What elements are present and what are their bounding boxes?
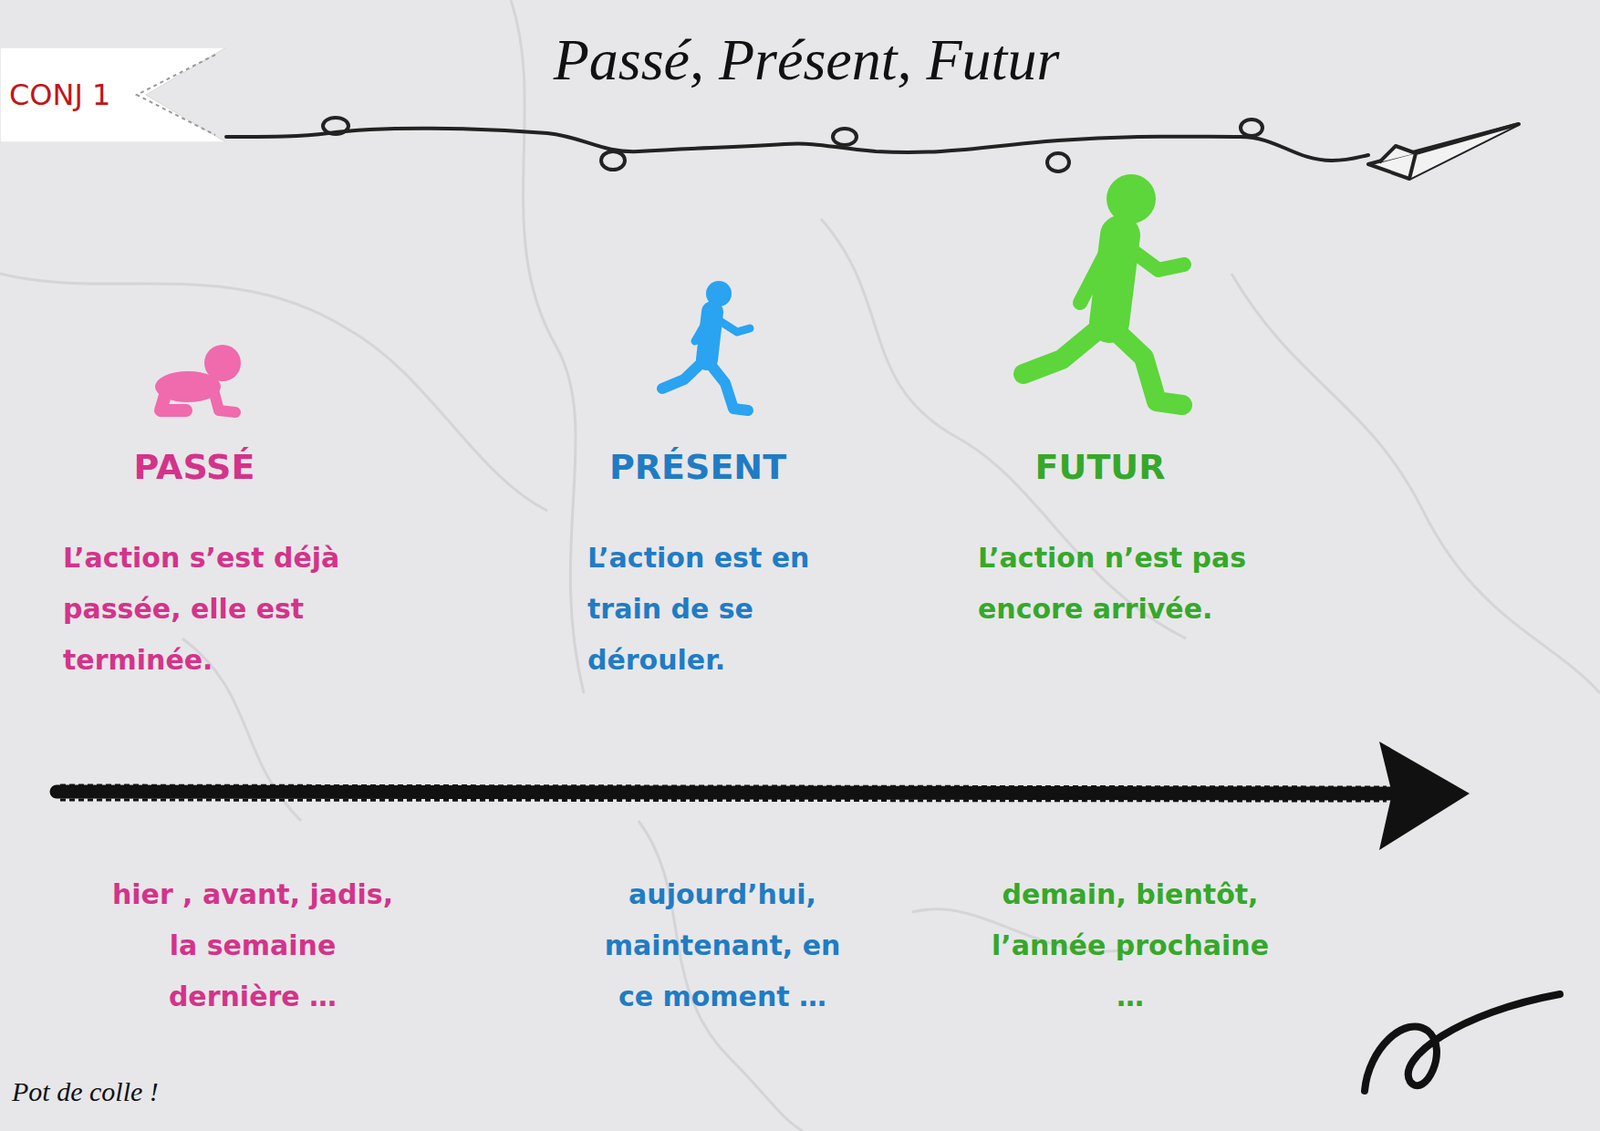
- swirl-line: [226, 117, 1369, 172]
- paper-plane: [1409, 124, 1519, 179]
- tense-heading: FUTUR: [963, 445, 1237, 489]
- time-arrow-shaft: [56, 791, 1396, 794]
- swirl-loop: [832, 128, 857, 146]
- runner-head: [1106, 174, 1156, 224]
- tense-definition: L’action n’est pas encore arrivée.: [977, 532, 1302, 635]
- marble-vein: [638, 820, 803, 1131]
- ribbon-stitch: [136, 54, 216, 136]
- paper-plane: [1379, 145, 1416, 163]
- tense-definition: L’action s’est déjà passée, elle est ter…: [62, 532, 369, 686]
- baby-leg: [160, 392, 187, 411]
- tense-heading: PRÉSENT: [551, 445, 844, 489]
- swirl-loop: [1047, 153, 1070, 172]
- swirl-loop: [322, 117, 349, 135]
- child-runner: [662, 280, 750, 411]
- time-arrow-head: [1379, 741, 1470, 851]
- marble-vein: [0, 273, 548, 511]
- ribbon-fill: [0, 47, 227, 143]
- baby-silhouette: [155, 344, 241, 413]
- time-words: demain, bientôt, l’année prochaine …: [975, 869, 1286, 1023]
- corner-swirl: [1364, 994, 1560, 1091]
- time-words: aujourd’hui, maintenant, en ce moment …: [588, 869, 858, 1023]
- swirl-line: [226, 128, 1369, 161]
- time-arrow-shaft-texture: [60, 785, 1387, 801]
- runner-arm: [1123, 244, 1185, 271]
- tag-label: CONJ 1: [0, 47, 227, 143]
- time-words: hier , avant, jadis, la semaine dernière…: [100, 869, 406, 1023]
- runner-leg: [1111, 326, 1183, 406]
- ribbon-tag: CONJ 1: [0, 47, 227, 143]
- marble-vein: [510, 0, 584, 694]
- signature: Pot de colle !: [11, 1074, 250, 1110]
- runner-leg: [707, 361, 749, 411]
- baby-arm: [211, 383, 236, 413]
- marble-vein: [820, 218, 1186, 639]
- boy-runner: [1023, 174, 1185, 406]
- swirl-loop: [601, 151, 625, 170]
- marble-vein: [1231, 273, 1600, 694]
- tense-definition: L’action est en train de se dérouler.: [587, 532, 862, 686]
- page-title: Passé, Présent, Futur: [532, 25, 1081, 95]
- tense-heading: PASSÉ: [57, 445, 332, 489]
- time-arrow: [56, 741, 1470, 851]
- runner-arm: [714, 317, 750, 333]
- paper-plane: [1368, 124, 1519, 179]
- swirl-loop: [1240, 119, 1263, 136]
- paper-plane: [1368, 124, 1519, 179]
